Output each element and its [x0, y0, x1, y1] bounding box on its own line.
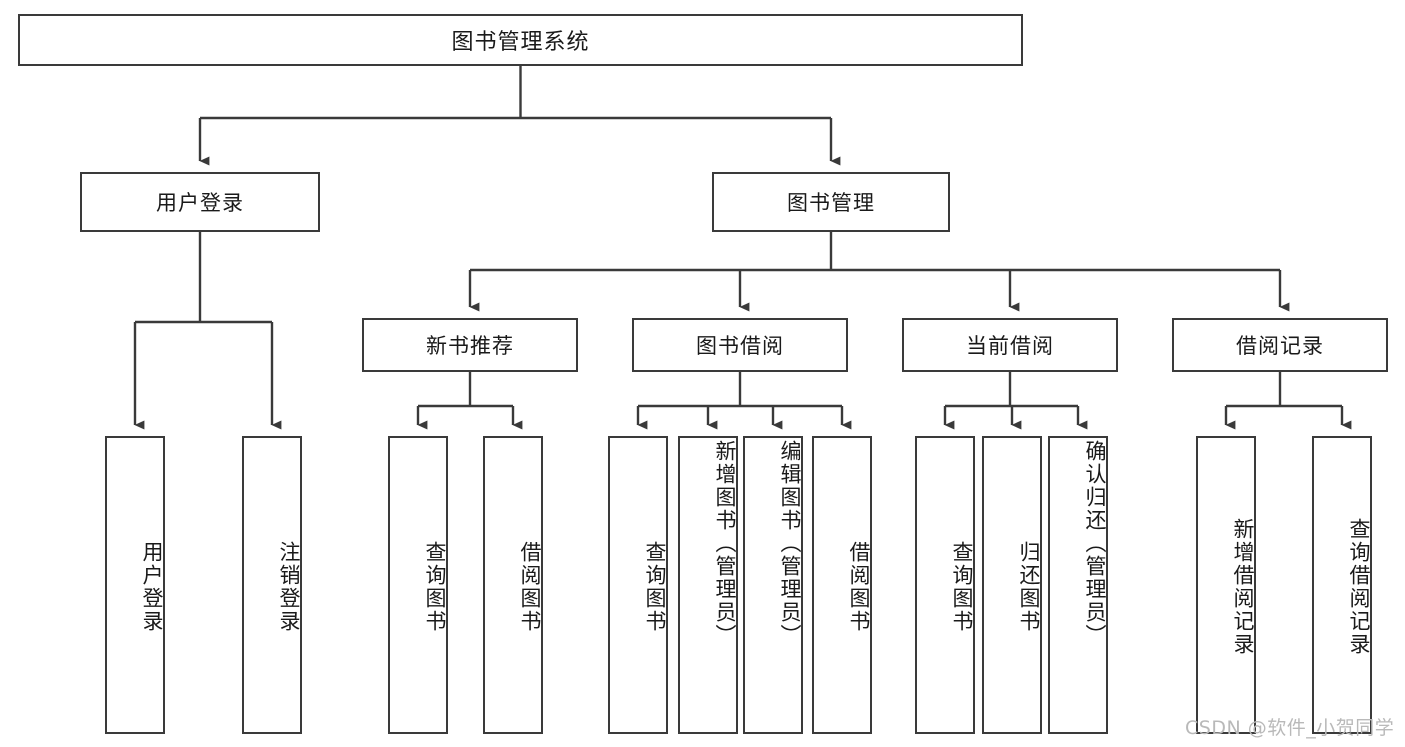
node-leaf-borrow-book-2-label: 借阅图书	[847, 541, 871, 633]
node-leaf-logout[interactable]: 注销登录	[242, 436, 302, 734]
node-leaf-query-book-3[interactable]: 查询图书	[915, 436, 975, 734]
node-leaf-query-book-3-label: 查询图书	[950, 541, 974, 633]
node-leaf-return-book-label: 归还图书	[1017, 541, 1041, 633]
node-leaf-add-record[interactable]: 新增借阅记录	[1196, 436, 1256, 734]
node-root-label: 图书管理系统	[451, 30, 590, 55]
node-current-borrow[interactable]: 当前借阅	[902, 318, 1118, 372]
node-borrow-record[interactable]: 借阅记录	[1172, 318, 1388, 372]
node-leaf-user-login[interactable]: 用户登录	[105, 436, 165, 734]
node-leaf-edit-book-label: 编辑图书（管理员）	[778, 440, 802, 647]
node-leaf-confirm-return-label: 确认归还（管理员）	[1083, 440, 1107, 647]
node-borrow-record-label: 借阅记录	[1236, 334, 1324, 358]
watermark-text: CSDN @软件_小贺同学	[1185, 717, 1395, 739]
node-user-login[interactable]: 用户登录	[80, 172, 320, 232]
node-leaf-confirm-return[interactable]: 确认归还（管理员）	[1048, 436, 1108, 734]
node-leaf-return-book[interactable]: 归还图书	[982, 436, 1042, 734]
node-leaf-query-record-label: 查询借阅记录	[1347, 518, 1371, 656]
node-new-book-rec-label: 新书推荐	[426, 334, 514, 358]
node-leaf-borrow-book-1[interactable]: 借阅图书	[483, 436, 543, 734]
node-leaf-add-book[interactable]: 新增图书（管理员）	[678, 436, 738, 734]
node-leaf-query-book-1-label: 查询图书	[423, 541, 447, 633]
node-leaf-edit-book[interactable]: 编辑图书（管理员）	[743, 436, 803, 734]
node-user-login-label: 用户登录	[156, 191, 244, 215]
node-leaf-user-login-label: 用户登录	[140, 541, 164, 633]
node-book-borrow-label: 图书借阅	[696, 334, 784, 358]
node-book-manage-label: 图书管理	[787, 191, 875, 215]
node-leaf-query-book-1[interactable]: 查询图书	[388, 436, 448, 734]
node-new-book-rec[interactable]: 新书推荐	[362, 318, 578, 372]
node-root[interactable]: 图书管理系统	[18, 14, 1023, 66]
node-leaf-logout-label: 注销登录	[277, 541, 301, 633]
node-leaf-add-book-label: 新增图书（管理员）	[713, 440, 737, 647]
node-leaf-borrow-book-1-label: 借阅图书	[518, 541, 542, 633]
node-leaf-query-book-2-label: 查询图书	[643, 541, 667, 633]
node-leaf-query-book-2[interactable]: 查询图书	[608, 436, 668, 734]
node-current-borrow-label: 当前借阅	[966, 334, 1054, 358]
node-book-borrow[interactable]: 图书借阅	[632, 318, 848, 372]
node-leaf-add-record-label: 新增借阅记录	[1231, 518, 1255, 656]
node-leaf-query-record[interactable]: 查询借阅记录	[1312, 436, 1372, 734]
node-leaf-borrow-book-2[interactable]: 借阅图书	[812, 436, 872, 734]
node-book-manage[interactable]: 图书管理	[712, 172, 950, 232]
